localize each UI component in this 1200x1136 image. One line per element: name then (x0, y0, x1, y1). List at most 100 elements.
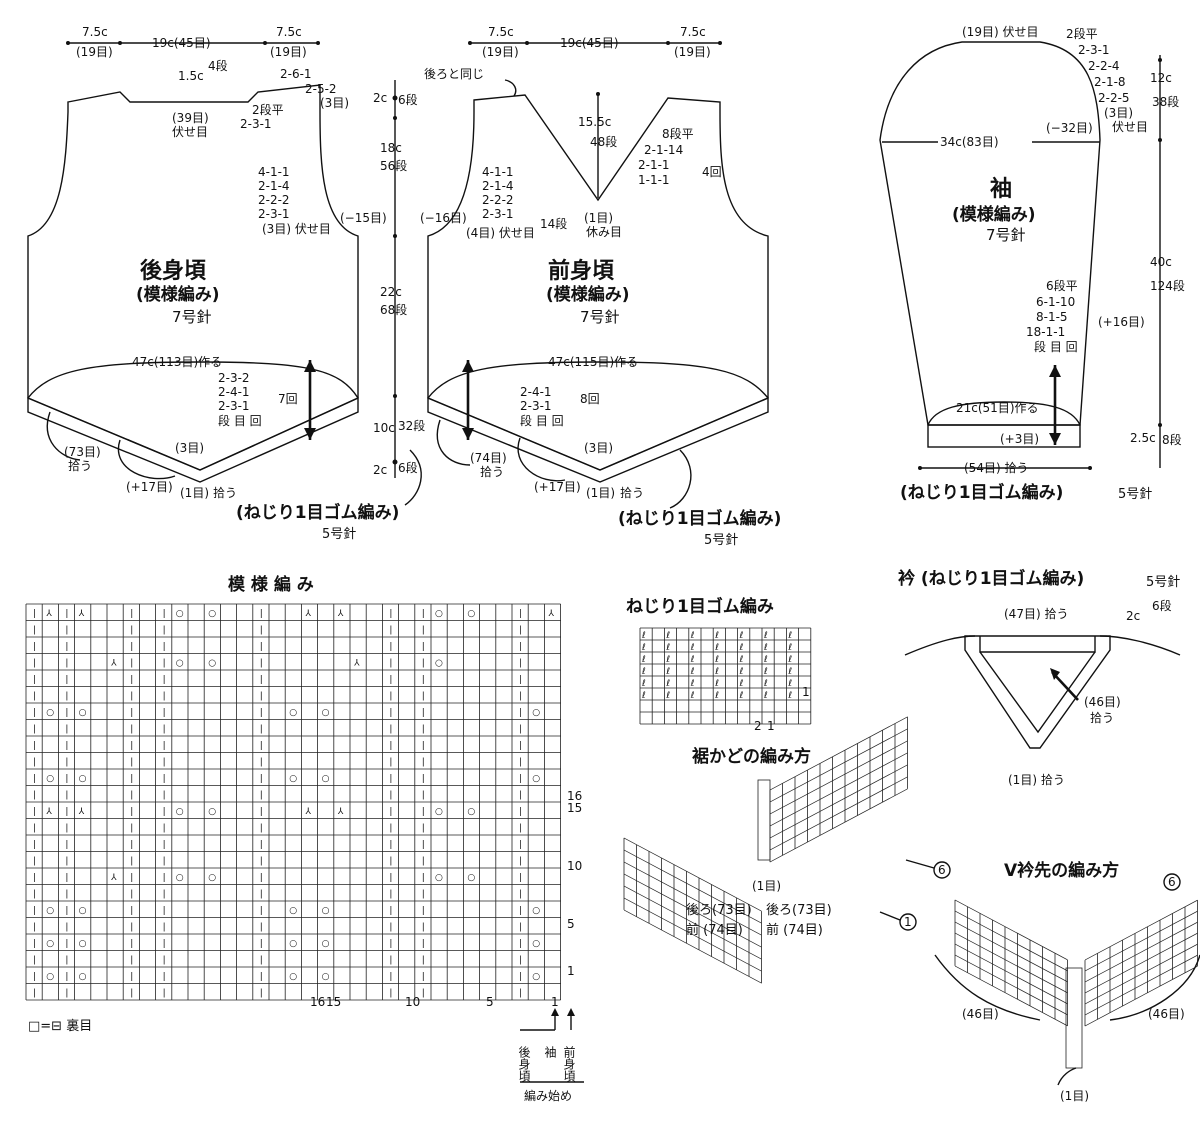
front-hem-1: 2-4-1 (520, 385, 552, 399)
hem-center-column (757, 779, 771, 861)
pattern-purl-mark: | (260, 939, 263, 949)
front-same-as-back: 後ろと同じ (424, 67, 484, 81)
pattern-stitch-symbol: ○ (208, 659, 216, 669)
back-top-left-width: 7.5c (82, 25, 108, 39)
hem-back-right: 後ろ(73目) (766, 903, 832, 918)
pattern-purl-mark: | (33, 824, 36, 834)
pattern-purl-mark: | (130, 824, 133, 834)
sleeve-inc-1: 6-1-10 (1036, 295, 1075, 309)
pattern-purl-mark: | (65, 824, 68, 834)
pattern-purl-mark: | (389, 857, 392, 867)
back-center-3: (3目) (175, 441, 204, 455)
sleeve-cap-bind: 伏せ目 (1112, 120, 1148, 134)
pattern-purl-mark: | (33, 659, 36, 669)
pattern-stitch-symbol: ○ (532, 906, 540, 916)
rib-twist-symbol: ℓ (763, 643, 768, 653)
pattern-stitch-symbol: ○ (435, 659, 443, 669)
pattern-purl-mark: | (163, 741, 166, 751)
pattern-stitch-symbol: ○ (289, 939, 297, 949)
pattern-purl-mark: | (33, 890, 36, 900)
pattern-purl-mark: | (519, 857, 522, 867)
rib-twist-symbol: ℓ (665, 667, 670, 677)
pattern-purl-mark: | (33, 774, 36, 784)
pattern-stitch-symbol: ○ (322, 708, 330, 718)
v-left-hline (955, 921, 1068, 983)
v-left-hline (955, 932, 1068, 994)
pattern-sleeve-label: 袖 (543, 1045, 557, 1058)
hem-left-panel-hline (624, 885, 762, 960)
pattern-stitch-symbol: ○ (208, 807, 216, 817)
pattern-purl-mark: | (130, 840, 133, 850)
pattern-purl-mark: | (260, 807, 263, 817)
hem-left-panel (623, 837, 762, 984)
pattern-purl-mark: | (163, 791, 166, 801)
rib-chart-title: ねじり1目ゴム編み (626, 596, 774, 617)
front-arm-5: (4目) 伏せ目 (466, 226, 535, 240)
pattern-purl-mark: | (65, 758, 68, 768)
pattern-stitch-symbol: ○ (532, 708, 540, 718)
measure-2: 18c (380, 141, 402, 155)
front-v-dec3: 1-1-1 (638, 173, 670, 187)
front-top-left-sts: (19目) (482, 45, 519, 59)
sleeve-plus3: (+3目) (1000, 432, 1039, 446)
measure-1: 2c (373, 91, 387, 105)
pattern-purl-mark: | (422, 873, 425, 883)
pattern-stitch-symbol: ⅄ (337, 807, 344, 817)
pattern-stitch-symbol: ○ (289, 972, 297, 982)
rib-twist-symbol: ℓ (690, 691, 695, 701)
pattern-purl-mark: | (260, 741, 263, 751)
pattern-purl-mark: | (33, 956, 36, 966)
pattern-purl-mark: | (422, 906, 425, 916)
front-hem-times: 8回 (580, 392, 600, 406)
rib-twist-symbol: ℓ (787, 643, 792, 653)
pattern-purl-mark: | (260, 972, 263, 982)
back-hem-2: 2-4-1 (218, 385, 250, 399)
pattern-purl-mark: | (422, 840, 425, 850)
v-neck-title: V衿先の編み方 (1004, 860, 1119, 881)
pattern-purl-mark: | (422, 626, 425, 636)
rib-twist-symbol: ℓ (739, 679, 744, 689)
pattern-purl-mark: | (130, 989, 133, 999)
pattern-stitch-symbol: ○ (467, 807, 475, 817)
sleeve-plus16: (+16目) (1098, 315, 1145, 329)
pattern-purl-mark: | (422, 741, 425, 751)
rib-col-2: 2 (754, 719, 762, 733)
front-top-left-width: 7.5c (488, 25, 514, 39)
v-neck-right-panel (1084, 899, 1198, 1027)
front-pick-side: (74目) (470, 451, 507, 465)
center-measure: 2c 6段 18c 56段 22c 68段 10c 32段 2c 6段 (373, 80, 425, 478)
pattern-purl-mark: | (260, 840, 263, 850)
rib-twist-symbol: ℓ (763, 691, 768, 701)
pattern-stitch-symbol: ○ (208, 873, 216, 883)
pattern-purl-mark: | (389, 791, 392, 801)
measure-5: 2c (373, 463, 387, 477)
pattern-purl-mark: | (65, 675, 68, 685)
pattern-stitch-symbol: ○ (79, 774, 87, 784)
pattern-stitch-symbol: ⅄ (110, 873, 117, 883)
pattern-purl-mark: | (519, 741, 522, 751)
pattern-purl-mark: | (422, 774, 425, 784)
front-v-depth: 15.5c (578, 115, 611, 129)
pattern-purl-mark: | (65, 989, 68, 999)
front-subtitle: (模様編み) (546, 284, 630, 305)
pattern-purl-mark: | (163, 725, 166, 735)
back-body-diagram: 7.5c (19目) 19c(45目) 7.5c (19目) 1.5c 4段 (… (27, 25, 422, 542)
rib-twist-symbol: ℓ (641, 691, 646, 701)
pattern-stitch-symbol: ○ (289, 708, 297, 718)
pattern-stitch-symbol: ○ (289, 774, 297, 784)
pattern-purl-mark: | (65, 692, 68, 702)
hem-left-panel-hline (624, 897, 762, 972)
pattern-purl-mark: | (389, 758, 392, 768)
hem-left-panel-hline (624, 873, 762, 948)
back-neck-bind: (39目) (172, 111, 209, 125)
pattern-stitch-symbol: ⅄ (78, 807, 85, 817)
pattern-purl-mark: | (260, 824, 263, 834)
pattern-purl-mark: | (422, 923, 425, 933)
pattern-purl-mark: | (422, 725, 425, 735)
pattern-purl-mark: | (163, 840, 166, 850)
rib-twist-symbol: ℓ (763, 655, 768, 665)
pattern-purl-mark: | (65, 840, 68, 850)
pattern-purl-mark: | (33, 626, 36, 636)
pattern-purl-mark: | (519, 626, 522, 636)
